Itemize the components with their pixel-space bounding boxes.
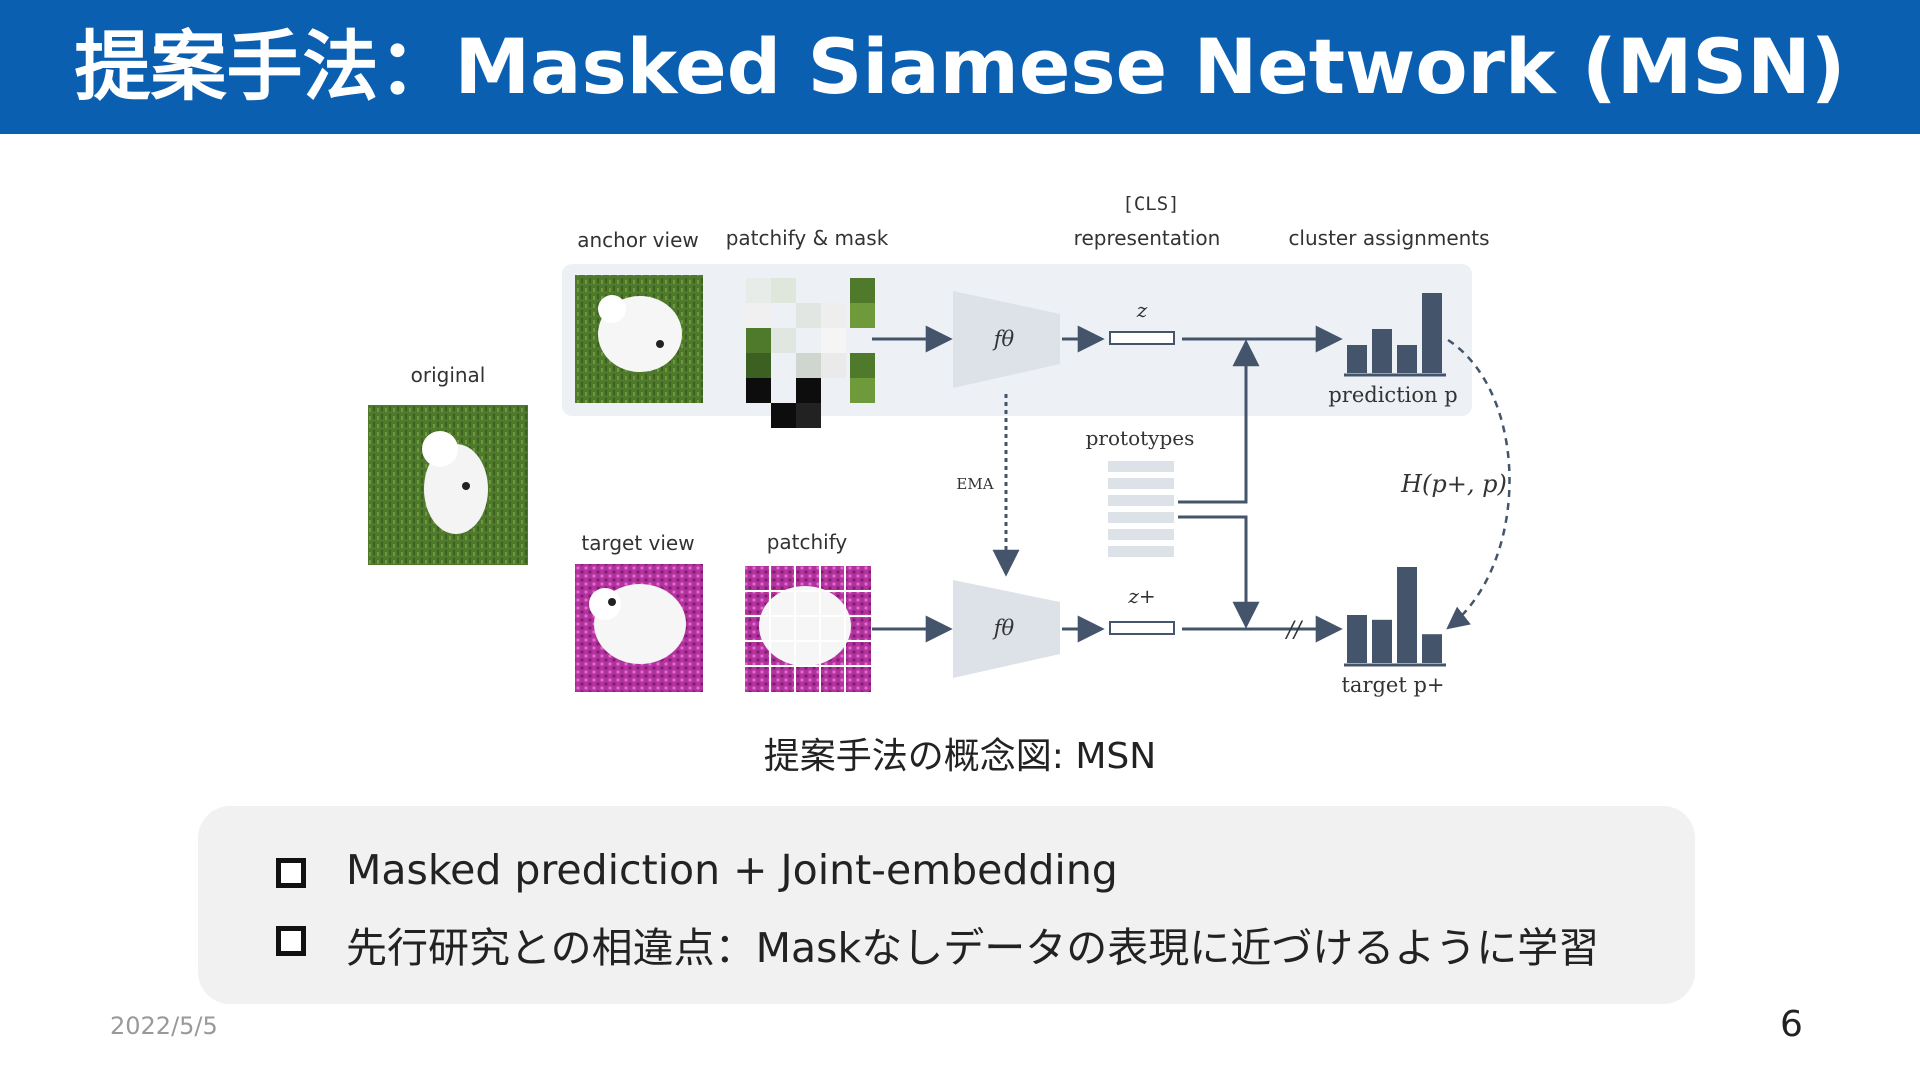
label-original: original [411, 363, 486, 387]
target-histogram [1347, 567, 1442, 663]
patchified-image [745, 566, 871, 692]
prediction-histogram [1347, 293, 1442, 373]
figure-caption: 提案手法の概念図: MSN [763, 736, 1157, 777]
label-z-plus: z+ [1127, 584, 1155, 608]
label-representation: representation [1074, 226, 1221, 250]
histogram-bar [1347, 615, 1367, 663]
title-bar [0, 0, 1920, 134]
z-representation [1109, 331, 1175, 345]
label-ema: EMA [956, 475, 993, 493]
masked-patches [746, 278, 875, 428]
msn-diagram: anchor view patchify & mask [CLS] repres… [368, 193, 1511, 697]
prototypes-stack [1108, 461, 1174, 557]
label-cls: [CLS] [1122, 193, 1179, 215]
label-loss: H(p+, p) [1400, 470, 1507, 498]
encoder-bottom [953, 580, 1060, 678]
bullet-text: Masked prediction + Joint-embedding [346, 846, 1118, 894]
bullet-box: Masked prediction + Joint-embedding 先行研究… [198, 806, 1695, 1004]
histogram-bar [1397, 567, 1417, 663]
label-target: target p+ [1341, 673, 1444, 697]
anchor-view-image [575, 275, 703, 403]
slide-title: 提案手法：Masked Siamese Network (MSN) [74, 22, 1846, 111]
label-prototypes: prototypes [1086, 426, 1195, 450]
original-image [368, 405, 528, 565]
label-cluster-assignments: cluster assignments [1288, 226, 1489, 250]
encoder-top-label: fθ [992, 327, 1015, 351]
square-bullet-icon [276, 926, 306, 956]
square-bullet-icon [276, 858, 306, 888]
label-patchify-mask: patchify & mask [726, 226, 889, 250]
histogram-bar [1372, 619, 1392, 663]
loss-curve [1446, 338, 1511, 630]
histogram-bar [1347, 345, 1367, 373]
histogram-bar [1397, 345, 1417, 373]
label-z: z [1136, 298, 1148, 322]
target-view-image [575, 564, 703, 692]
prototypes-to-bottom [1178, 515, 1260, 629]
histogram-bar [1422, 293, 1442, 373]
histogram-bar [1422, 634, 1442, 663]
zplus-representation [1109, 621, 1175, 635]
prototypes-to-top [1178, 339, 1260, 504]
slide-date: 2022/5/5 [110, 1012, 218, 1040]
histogram-bar [1372, 329, 1392, 373]
label-anchor-view: anchor view [577, 228, 698, 252]
encoder-bottom-label: fθ [992, 616, 1015, 640]
bullet-text: 先行研究との相違点：Maskなしデータの表現に近づけるように学習 [346, 924, 1600, 972]
label-patchify: patchify [767, 530, 848, 554]
label-prediction: prediction p [1328, 383, 1457, 407]
page-number: 6 [1780, 1004, 1803, 1045]
label-target-view: target view [581, 531, 694, 555]
encoder-top [953, 291, 1060, 388]
stop-gradient-mark: // [1285, 618, 1304, 643]
